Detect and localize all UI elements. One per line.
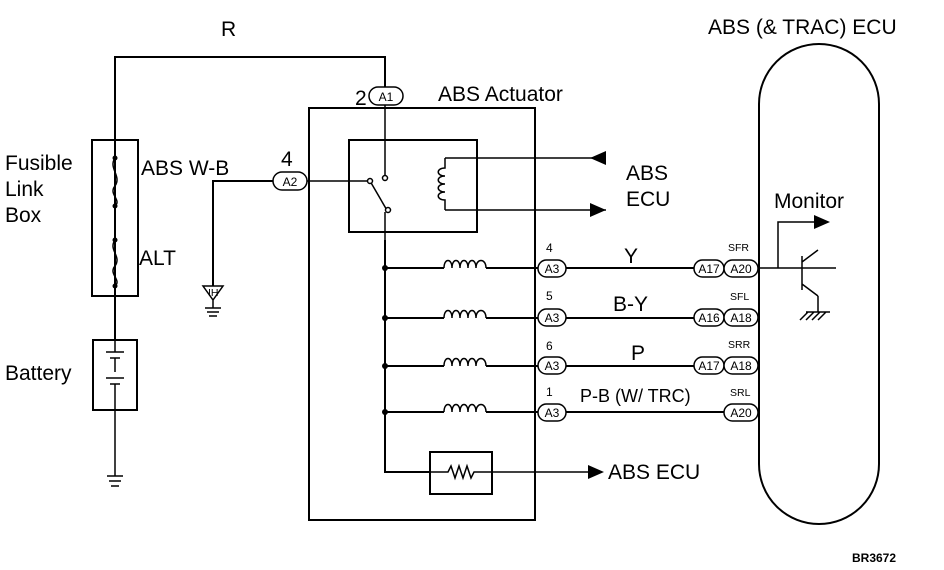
connector-a1-label: A1 — [379, 90, 394, 104]
abs-actuator-box — [308, 107, 536, 521]
row-ecu-conn: A16 — [698, 311, 720, 325]
wire-a2-ground — [212, 180, 273, 286]
row-pin: 4 — [546, 241, 553, 255]
row-wire-color: P-B (W/ TRC) — [580, 386, 691, 406]
fuse-abs-wb-symbol — [112, 140, 118, 230]
row-a3: A3 — [545, 359, 560, 373]
row-pin: 5 — [546, 289, 553, 303]
abs-trac-ecu — [758, 43, 880, 525]
row-ecu-term: SRL — [730, 387, 751, 399]
fusible-label-3: Box — [5, 204, 42, 227]
row-pin: 6 — [546, 339, 553, 353]
row-a3: A3 — [545, 311, 560, 325]
solenoid-sfr-coil — [443, 259, 487, 269]
arrow-in-icon — [590, 151, 606, 165]
row-ecu-conn: A17 — [698, 262, 720, 276]
ground-ih-icon — [201, 285, 225, 317]
actuator-bus-wire — [384, 240, 430, 473]
abs-ecu-upper-label-2: ECU — [626, 188, 670, 211]
abs-ecu-upper-label-1: ABS — [626, 162, 668, 185]
fuse-abs-wb-label: ABS W-B — [141, 157, 229, 180]
solenoid-srl-coil — [443, 403, 487, 413]
monitor-wire — [777, 221, 818, 268]
ecu-title: ABS (& TRAC) ECU — [708, 16, 897, 39]
row-ecu-term: SFR — [728, 242, 749, 254]
solenoid-row-sfl: 5 A3 B-Y A16 SFL A18 — [385, 289, 759, 327]
row-ecu-pin: A18 — [730, 311, 752, 325]
diagram-code: BR3672 — [852, 551, 896, 565]
connector-a2-label: A2 — [283, 175, 298, 189]
row-ecu-term: SFL — [730, 291, 749, 303]
abs-ecu-lower-label: ABS ECU — [608, 461, 700, 484]
fusible-label-1: Fusible — [5, 152, 73, 175]
row-ecu-pin: A18 — [730, 359, 752, 373]
row-ecu-conn: A17 — [698, 359, 720, 373]
a2-pin-label: 4 — [281, 148, 293, 171]
abs-actuator-label: ABS Actuator — [438, 83, 563, 106]
solenoid-srr-coil — [443, 357, 487, 367]
row-wire-color: P — [631, 342, 645, 365]
row-ecu-pin: A20 — [730, 262, 752, 276]
battery-ground-icon — [107, 410, 123, 487]
monitor-label: Monitor — [774, 190, 844, 213]
relay-switch-symbol — [307, 105, 389, 240]
row-a3: A3 — [545, 262, 560, 276]
solenoid-row-sfr: 4 A3 Y A17 SFR A20 — [385, 241, 759, 278]
battery-label: Battery — [5, 362, 72, 385]
monitor-arrow-icon — [814, 215, 830, 229]
svg-text:IH: IH — [208, 287, 219, 299]
a1-pin-label: 2 — [355, 87, 367, 110]
battery-symbol — [106, 340, 124, 410]
relay-coil-symbol — [437, 158, 446, 210]
resistor-symbol — [430, 463, 590, 481]
fusible-label-2: Link — [5, 178, 44, 201]
arrow-out-icon — [590, 203, 606, 217]
arrow-abs-ecu-icon — [588, 465, 604, 479]
row-wire-color: Y — [624, 245, 638, 268]
motor-relay-box — [348, 139, 478, 233]
fuse-alt-label: ALT — [139, 247, 176, 270]
wire-r-label: R — [221, 18, 236, 41]
transistor-icon — [758, 249, 836, 321]
solenoid-row-srr: 6 A3 P A17 SRR A18 — [385, 339, 759, 375]
solenoid-sfl-coil — [443, 309, 487, 319]
resistor-box — [429, 451, 493, 495]
connector-a1 — [368, 86, 404, 106]
row-ecu-pin: A20 — [730, 406, 752, 420]
wire-r — [114, 56, 386, 295]
row-a3: A3 — [545, 406, 560, 420]
row-ecu-term: SRR — [728, 339, 751, 351]
row-pin: 1 — [546, 385, 553, 399]
solenoid-row-srl: 1 A3 P-B (W/ TRC) SRL A20 — [385, 385, 759, 422]
row-wire-color: B-Y — [613, 293, 648, 316]
